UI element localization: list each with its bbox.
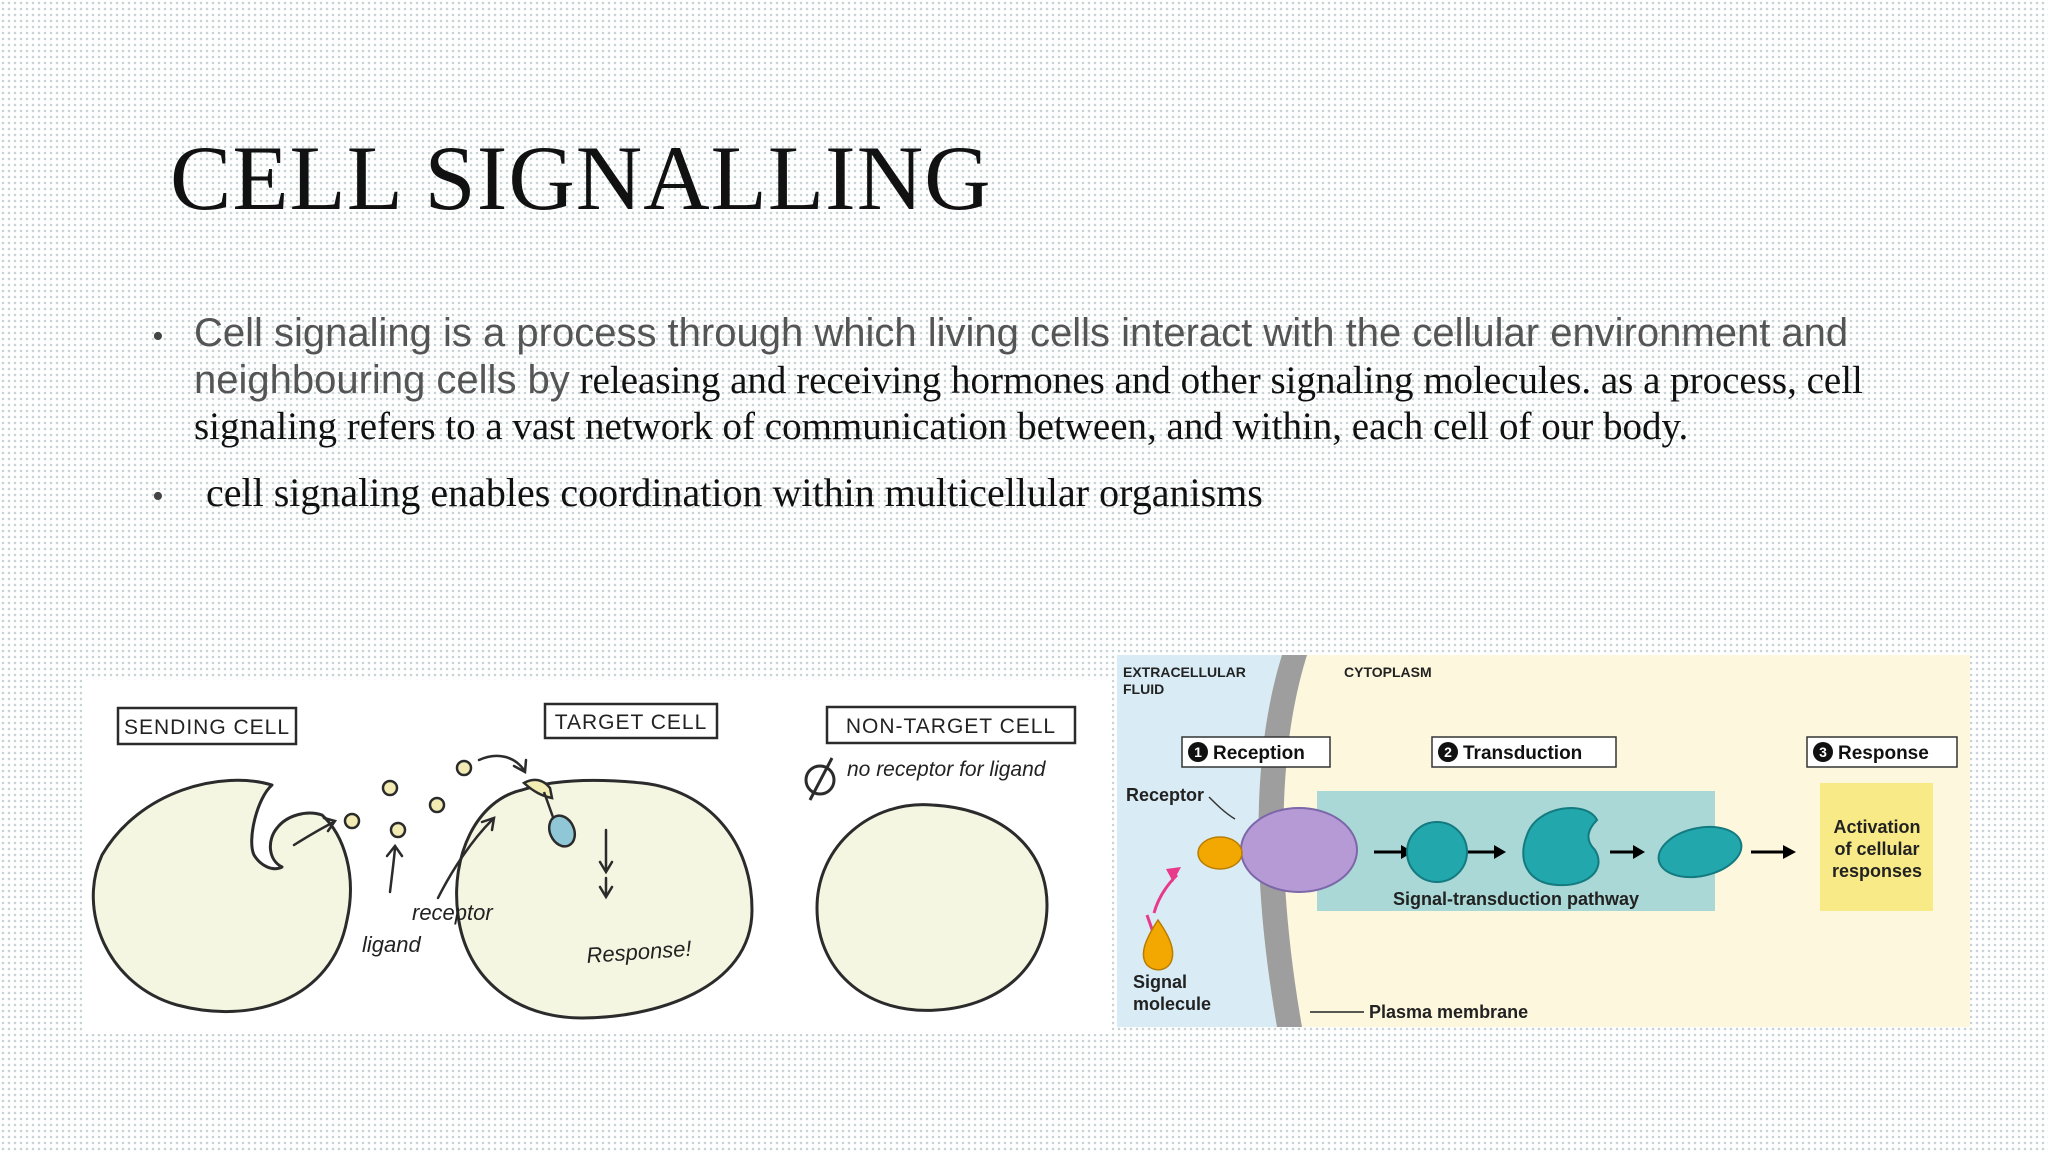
step1-label: Reception bbox=[1213, 743, 1305, 764]
target-cell bbox=[455, 778, 754, 1020]
bullet-text-sans: Cell signaling is a process through whic… bbox=[194, 311, 1849, 402]
cytoplasm-label: CYTOPLASM bbox=[1344, 664, 1432, 680]
signal-molecule bbox=[1142, 918, 1174, 971]
receptor-label: Receptor bbox=[1126, 785, 1204, 805]
svg-text:2: 2 bbox=[1444, 744, 1452, 760]
signal-transduction-diagram: EXTRACELLULAR FLUID CYTOPLASM 1 2 3 Rece… bbox=[1117, 655, 1970, 1027]
sending-cell-label: SENDING CELL bbox=[124, 716, 290, 739]
receptor-protein bbox=[1240, 807, 1358, 893]
signal-molecule-label: Signal bbox=[1133, 972, 1187, 992]
activation-label: Activation bbox=[1833, 817, 1920, 837]
bullet-icon: • bbox=[152, 478, 164, 515]
ligand-dot bbox=[343, 812, 361, 830]
pathway-label: Signal-transduction pathway bbox=[1393, 889, 1639, 909]
no-receptor-label: no receptor for ligand bbox=[847, 758, 1047, 781]
target-cell-label: TARGET CELL bbox=[555, 711, 708, 734]
ligand-label: ligand bbox=[362, 932, 421, 957]
non-target-cell-label-box bbox=[825, 705, 1077, 745]
bullet-list: • Cell signaling is a process through wh… bbox=[152, 310, 1912, 516]
receptor-shape bbox=[547, 814, 577, 848]
relay-molecule-1 bbox=[1406, 821, 1468, 883]
sketch-svg: SENDING CELL TARGET CELL NON-TARGET CELL… bbox=[91, 702, 1077, 1020]
svg-text:molecule: molecule bbox=[1133, 994, 1211, 1014]
bullet-text: cell signaling enables coordination with… bbox=[206, 470, 1263, 515]
target-cell-label-box bbox=[543, 702, 719, 740]
svg-text:of cellular: of cellular bbox=[1834, 839, 1919, 859]
bullet-text-serif: releasing and receiving hormones and oth… bbox=[194, 359, 1863, 448]
svg-text:1: 1 bbox=[1194, 744, 1202, 760]
ligand-dot bbox=[381, 779, 399, 797]
non-target-cell-label: NON-TARGET CELL bbox=[846, 715, 1056, 738]
relay-molecule-2 bbox=[1522, 807, 1600, 887]
step3-label: Response bbox=[1838, 743, 1929, 764]
sending-cell-label-box bbox=[116, 706, 298, 746]
bullet-item: • cell signaling enables coordination wi… bbox=[152, 470, 1912, 516]
sending-cell bbox=[91, 778, 352, 1013]
step2-label: Transduction bbox=[1463, 743, 1582, 764]
ligand-dot bbox=[389, 821, 407, 839]
bound-signal-molecule bbox=[1197, 836, 1243, 870]
ligand-dot bbox=[428, 796, 446, 814]
transduction-svg: EXTRACELLULAR FLUID CYTOPLASM 1 2 3 Rece… bbox=[1117, 655, 1958, 1027]
svg-text:3: 3 bbox=[1819, 744, 1827, 760]
empty-set-icon bbox=[804, 764, 836, 796]
receptor-label: receptor bbox=[412, 900, 494, 925]
step2-box bbox=[1431, 736, 1617, 768]
slide-title: CELL SIGNALLING bbox=[170, 127, 992, 229]
response-box bbox=[1820, 783, 1933, 911]
svg-text:FLUID: FLUID bbox=[1123, 681, 1164, 697]
bullet-icon: • bbox=[152, 318, 164, 355]
cell-signalling-sketch: SENDING CELL TARGET CELL NON-TARGET CELL… bbox=[82, 680, 1112, 1034]
step3-number-icon bbox=[1813, 742, 1833, 762]
extracellular-label: EXTRACELLULAR bbox=[1123, 664, 1246, 680]
ligand-dot bbox=[455, 759, 473, 777]
non-target-cell bbox=[815, 803, 1049, 1012]
step1-number-icon bbox=[1188, 742, 1208, 762]
relay-molecule-3 bbox=[1657, 825, 1743, 879]
svg-text:responses: responses bbox=[1832, 861, 1922, 881]
bullet-item: • Cell signaling is a process through wh… bbox=[152, 310, 1912, 450]
plasma-membrane-label: Plasma membrane bbox=[1369, 1002, 1528, 1022]
step2-number-icon bbox=[1438, 742, 1458, 762]
